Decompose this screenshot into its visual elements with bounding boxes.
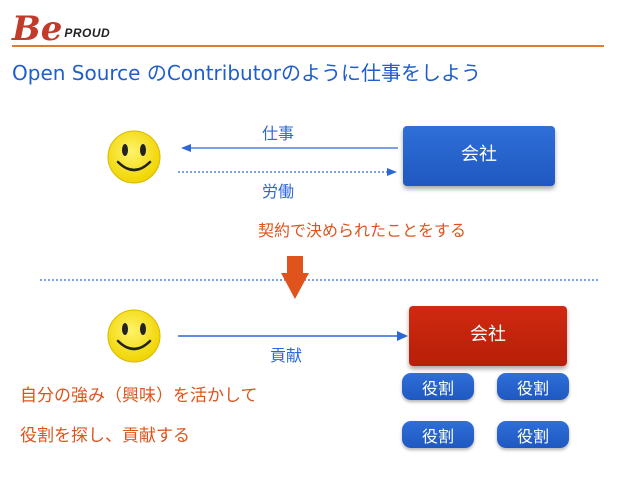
- logo-mark: Be: [12, 9, 63, 49]
- logo-text: PROUD: [64, 26, 111, 40]
- contract-text: 契約で決められたことをする: [258, 221, 467, 240]
- role-badge: 役割: [402, 373, 474, 400]
- role-badge: 役割: [497, 373, 569, 400]
- labor-label: 労働: [262, 182, 295, 201]
- slide-title: Open Source のContributorのように仕事をしよう: [12, 61, 481, 85]
- contribution-arrow: [178, 331, 408, 341]
- transition-arrow-icon: [281, 256, 309, 299]
- logo: Be PROUD: [12, 6, 110, 46]
- find-role-text: 役割を探し、貢献する: [20, 426, 190, 446]
- work-arrow: [181, 144, 398, 152]
- strength-text: 自分の強み（興味）を活かして: [20, 386, 258, 406]
- role-badge: 役割: [497, 421, 569, 448]
- company-box-bottom: 会社: [409, 306, 567, 366]
- labor-arrow: [178, 168, 397, 176]
- company-box-top: 会社: [403, 126, 555, 186]
- title-underline: [12, 45, 604, 47]
- role-badge: 役割: [402, 421, 474, 448]
- contribution-label: 貢献: [270, 346, 303, 365]
- smiley-icon-bottom: [107, 309, 161, 363]
- smiley-icon-top: [107, 130, 161, 184]
- work-label: 仕事: [262, 124, 295, 143]
